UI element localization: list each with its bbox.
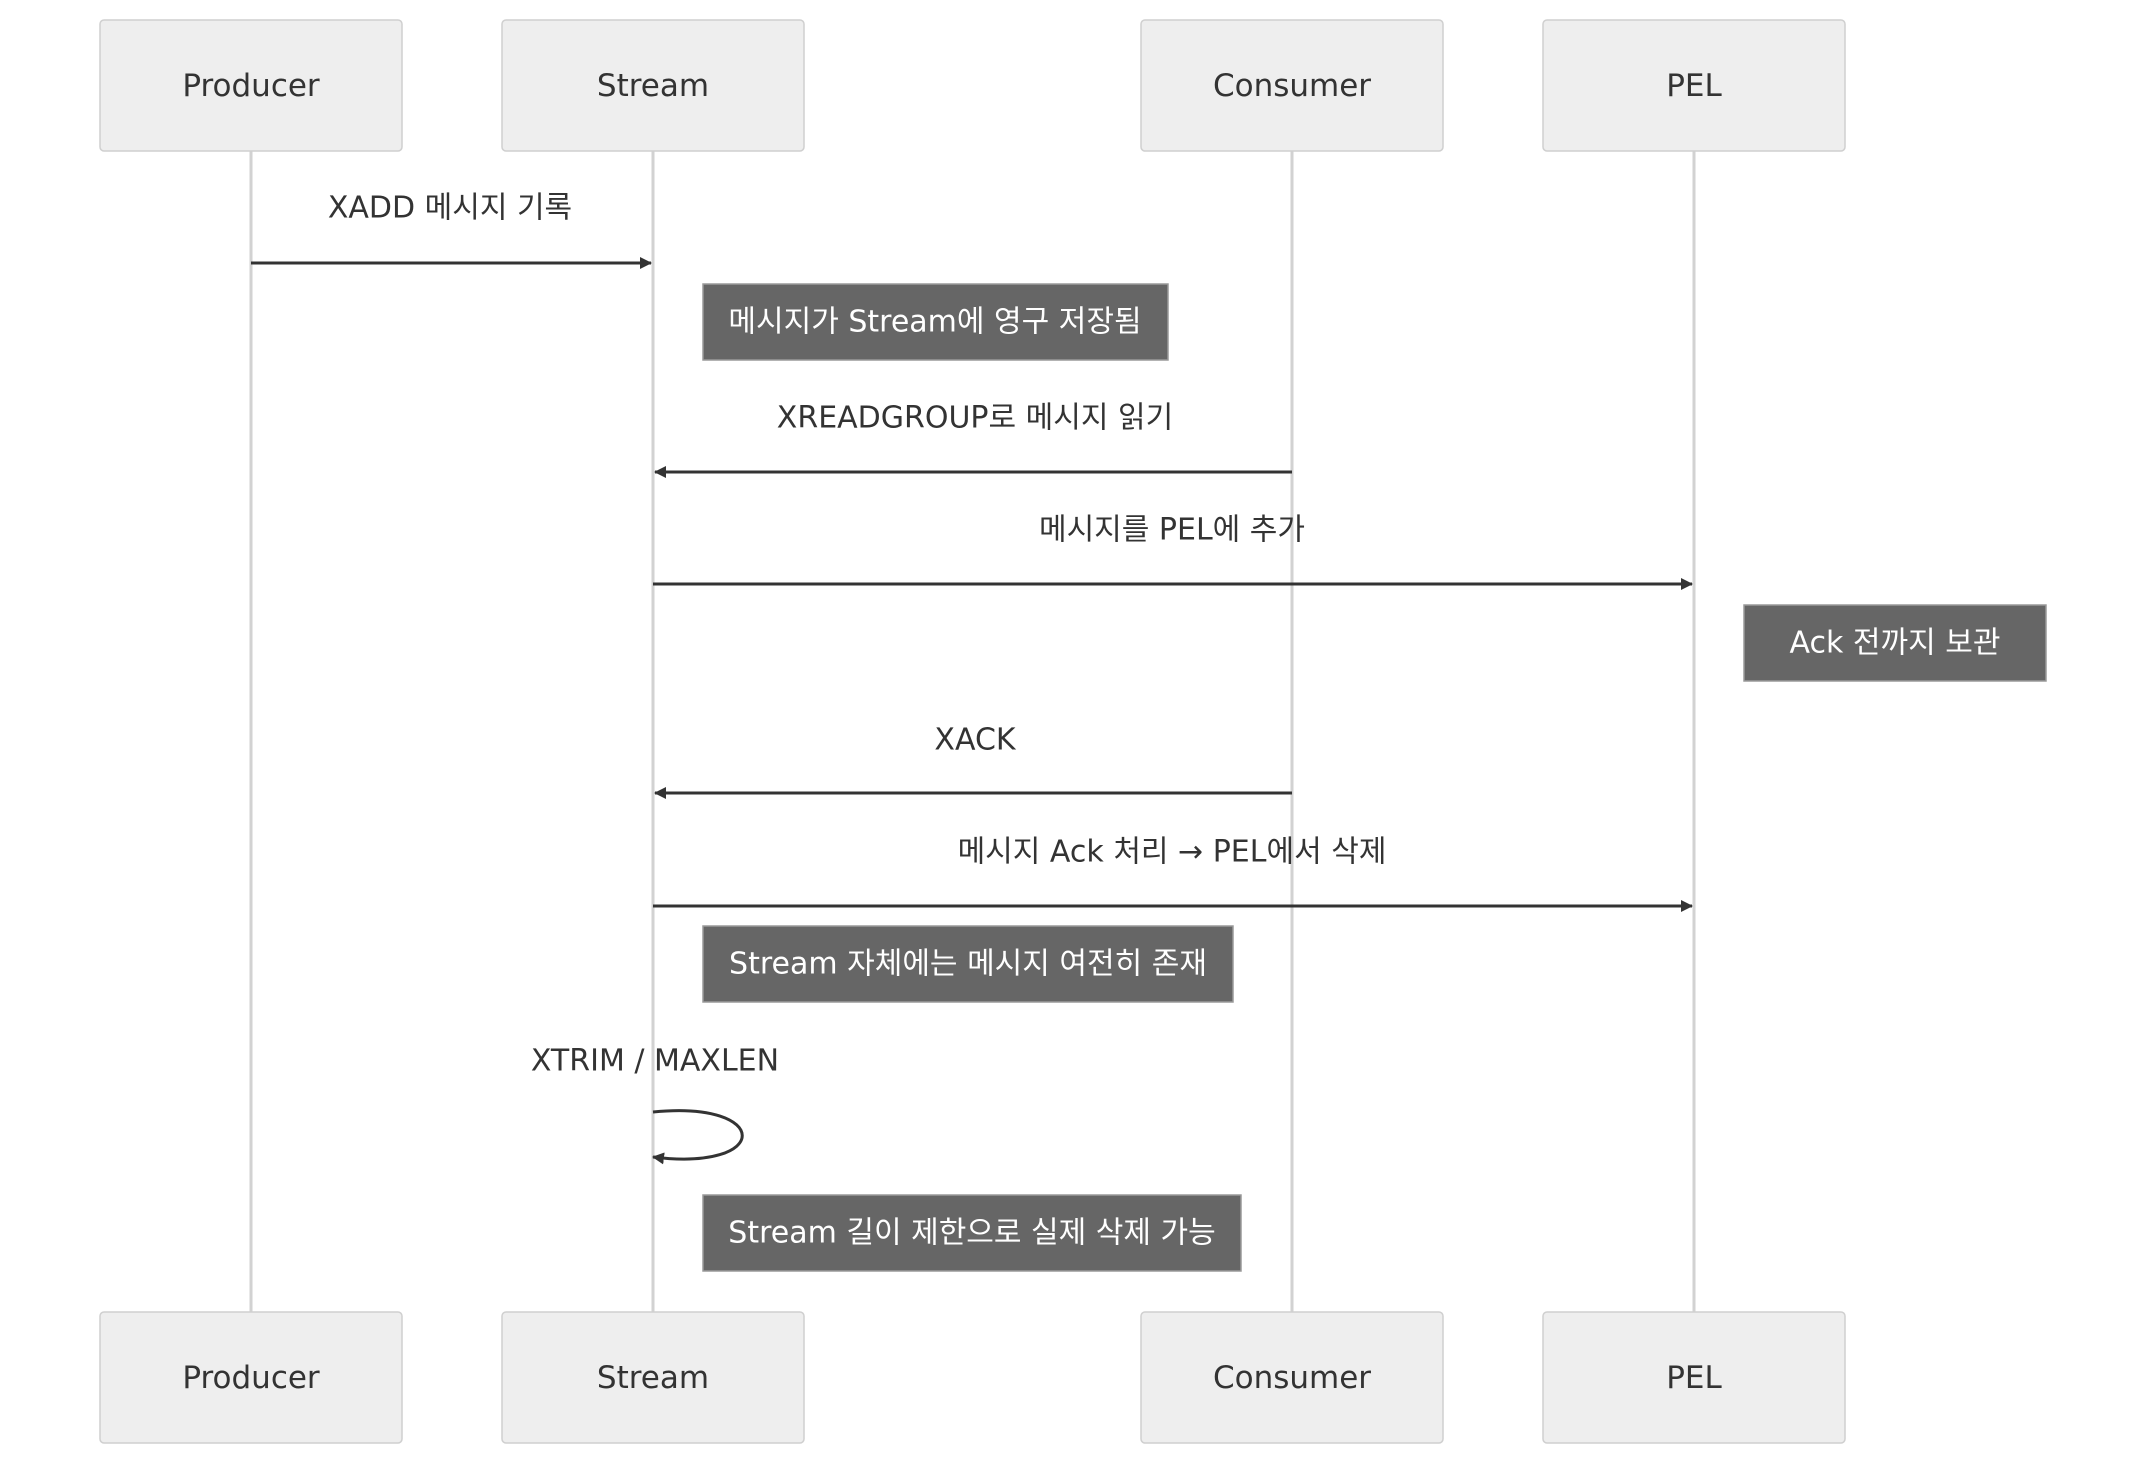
actor-producer-bottom: Producer xyxy=(99,1311,403,1444)
message-xadd-label: XADD 메시지 기록 xyxy=(328,191,572,226)
message-ack-remove: 메시지 Ack 처리 → PEL에서 삭제 xyxy=(653,835,1693,912)
note-stream-still-exists-text: Stream 자체에는 메시지 여전히 존재 xyxy=(729,947,1207,982)
message-xack: XACK xyxy=(654,723,1292,799)
note-stream-persist: 메시지가 Stream에 영구 저장됨 xyxy=(702,283,1169,361)
message-xtrim-label: XTRIM / MAXLEN xyxy=(531,1044,779,1079)
actor-stream-top: Stream xyxy=(501,19,805,152)
note-stream-trim-text: Stream 길이 제한으로 실제 삭제 가능 xyxy=(728,1216,1215,1251)
message-xreadgroup: XREADGROUP로 메시지 읽기 xyxy=(654,401,1292,478)
actor-pel-top: PEL xyxy=(1542,19,1846,152)
actor-consumer-top-label: Consumer xyxy=(1213,68,1371,104)
actor-stream-bottom-label: Stream xyxy=(597,1360,709,1396)
actor-pel-top-label: PEL xyxy=(1666,68,1722,104)
message-xreadgroup-label: XREADGROUP로 메시지 읽기 xyxy=(777,401,1173,436)
actor-stream-top-label: Stream xyxy=(597,68,709,104)
message-xtrim-arrow xyxy=(652,1109,744,1165)
message-ack-remove-label: 메시지 Ack 처리 → PEL에서 삭제 xyxy=(958,835,1387,870)
message-xadd: XADD 메시지 기록 xyxy=(251,191,652,269)
actor-consumer-bottom-label: Consumer xyxy=(1213,1360,1371,1396)
note-pel-keep-text: Ack 전까지 보관 xyxy=(1790,626,2001,661)
actor-producer-top: Producer xyxy=(99,19,403,152)
note-stream-trim: Stream 길이 제한으로 실제 삭제 가능 xyxy=(702,1194,1242,1272)
note-stream-still-exists: Stream 자체에는 메시지 여전히 존재 xyxy=(702,925,1234,1003)
message-xack-label: XACK xyxy=(934,723,1016,758)
actor-consumer-bottom: Consumer xyxy=(1140,1311,1444,1444)
message-add-pel-label: 메시지를 PEL에 추가 xyxy=(1039,513,1305,548)
note-stream-persist-text: 메시지가 Stream에 영구 저장됨 xyxy=(728,305,1141,340)
note-pel-keep: Ack 전까지 보관 xyxy=(1743,604,2047,682)
actor-stream-bottom: Stream xyxy=(501,1311,805,1444)
actor-pel-bottom: PEL xyxy=(1542,1311,1846,1444)
message-xtrim: XTRIM / MAXLEN xyxy=(531,1044,779,1165)
actor-consumer-top: Consumer xyxy=(1140,19,1444,152)
message-add-pel: 메시지를 PEL에 추가 xyxy=(653,513,1693,590)
actor-producer-bottom-label: Producer xyxy=(182,1360,320,1396)
actor-producer-top-label: Producer xyxy=(182,68,320,104)
actor-pel-bottom-label: PEL xyxy=(1666,1360,1722,1396)
